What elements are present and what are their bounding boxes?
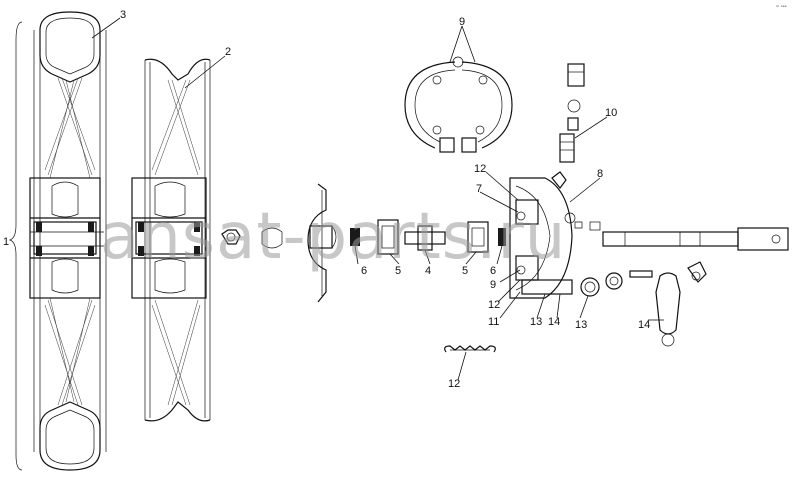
axle-shaft	[602, 227, 789, 251]
callout-8: 8	[597, 168, 603, 180]
washers	[580, 270, 653, 297]
axle-nut	[221, 227, 283, 249]
callout-6b: 6	[490, 265, 496, 277]
rim-half	[131, 58, 211, 422]
callout-7: 7	[476, 183, 482, 195]
callout-1: 1	[3, 236, 9, 248]
callout-12b: 12	[488, 299, 500, 311]
brake-backplate	[509, 171, 601, 299]
watermark: ansat-parts.ru	[100, 200, 566, 274]
group-bracket	[8, 21, 23, 471]
callout-5a: 5	[395, 265, 401, 277]
callout-11: 11	[488, 316, 499, 328]
return-spring	[444, 345, 496, 353]
brake-lever	[655, 261, 707, 347]
callout-13b: 13	[575, 319, 587, 331]
callout-14b: 14	[638, 319, 650, 331]
wheel-assembly	[29, 11, 107, 471]
callout-labels: 1 2 3 4 5 5 6 6 7 8 9 9 10 11 12 12 12 1…	[3, 9, 650, 390]
callout-14a: 14	[548, 316, 560, 328]
brake-drum-plate	[307, 183, 337, 303]
callout-3: 3	[120, 9, 126, 21]
callout-5b: 5	[462, 265, 468, 277]
corner-mark: ᵐ ˢᵉᵉ	[776, 5, 787, 11]
callout-9a: 9	[459, 16, 465, 28]
callout-10: 10	[605, 107, 617, 119]
callout-4: 4	[425, 265, 431, 277]
brake-cam-adjuster	[559, 63, 585, 163]
leader-lines	[91, 17, 664, 381]
callout-12c: 12	[448, 378, 460, 390]
brake-shoes	[404, 56, 513, 153]
bearing-set	[350, 219, 506, 255]
callout-13a: 13	[530, 316, 542, 328]
callout-12a: 12	[474, 163, 486, 175]
callout-9b: 9	[490, 279, 496, 291]
callout-2: 2	[225, 46, 231, 58]
callout-6a: 6	[361, 265, 367, 277]
